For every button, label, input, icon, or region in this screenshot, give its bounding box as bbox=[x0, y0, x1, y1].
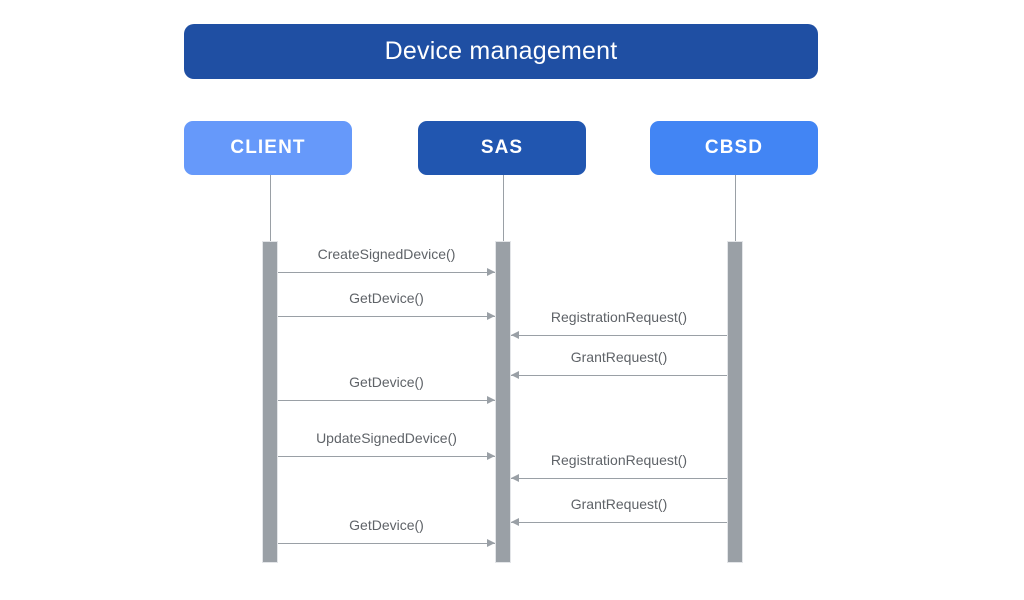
message-line bbox=[278, 400, 495, 401]
arrow-head-icon bbox=[511, 371, 519, 379]
message-label: GetDevice() bbox=[349, 290, 424, 306]
message-label: GetDevice() bbox=[349, 517, 424, 533]
message-label: RegistrationRequest() bbox=[550, 309, 688, 325]
message-label: RegistrationRequest() bbox=[550, 452, 688, 468]
arrow-head-icon bbox=[487, 396, 495, 404]
participant-client[interactable]: CLIENT bbox=[184, 121, 352, 175]
message-arrow: GetDevice() bbox=[278, 517, 495, 547]
message-label: GrantRequest() bbox=[570, 496, 668, 512]
arrow-head-icon bbox=[487, 452, 495, 460]
message-label: GetDevice() bbox=[349, 374, 424, 390]
message-line bbox=[511, 478, 727, 479]
message-arrow: RegistrationRequest() bbox=[511, 452, 727, 482]
message-line bbox=[511, 522, 727, 523]
message-arrow: RegistrationRequest() bbox=[511, 309, 727, 339]
arrow-head-icon bbox=[487, 312, 495, 320]
participant-client-label: CLIENT bbox=[230, 137, 306, 158]
message-line bbox=[278, 543, 495, 544]
participant-sas-label: SAS bbox=[480, 137, 524, 158]
arrow-head-icon bbox=[511, 331, 519, 339]
message-arrow: GrantRequest() bbox=[511, 349, 727, 379]
activation-bar-cbsd bbox=[727, 241, 743, 563]
arrow-head-icon bbox=[511, 518, 519, 526]
participant-sas[interactable]: SAS bbox=[418, 121, 586, 175]
page-title: Device management bbox=[384, 37, 618, 65]
arrow-head-icon bbox=[487, 539, 495, 547]
message-line bbox=[278, 456, 495, 457]
message-label: UpdateSignedDevice() bbox=[316, 430, 457, 446]
message-arrow: GrantRequest() bbox=[511, 496, 727, 526]
message-arrow: UpdateSignedDevice() bbox=[278, 430, 495, 460]
activation-bar-client bbox=[262, 241, 278, 563]
activation-bar-sas bbox=[495, 241, 511, 563]
message-line bbox=[278, 272, 495, 273]
diagram-title-bar: Device management bbox=[184, 24, 818, 79]
message-arrow: CreateSignedDevice() bbox=[278, 246, 495, 276]
message-line bbox=[511, 335, 727, 336]
participant-cbsd[interactable]: CBSD bbox=[650, 121, 818, 175]
arrow-head-icon bbox=[487, 268, 495, 276]
participant-cbsd-label: CBSD bbox=[704, 137, 764, 158]
message-arrow: GetDevice() bbox=[278, 374, 495, 404]
message-line bbox=[511, 375, 727, 376]
arrow-head-icon bbox=[511, 474, 519, 482]
message-line bbox=[278, 316, 495, 317]
message-label: GrantRequest() bbox=[570, 349, 668, 365]
message-arrow: GetDevice() bbox=[278, 290, 495, 320]
message-label: CreateSignedDevice() bbox=[317, 246, 456, 262]
